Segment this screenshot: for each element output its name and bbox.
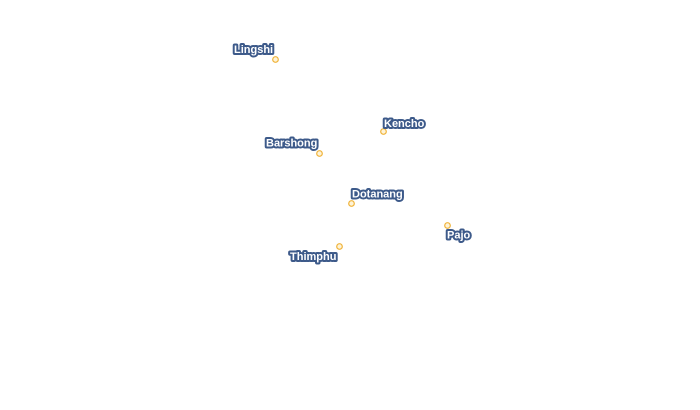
place-dotanang[interactable]: Dotanang (348, 187, 405, 207)
place-label: Thimphu (290, 251, 336, 263)
place-marker[interactable] (316, 150, 323, 157)
place-marker[interactable] (272, 56, 279, 63)
place-label: Lingshi (234, 44, 273, 56)
place-label: Kencho (384, 118, 425, 130)
place-marker[interactable] (336, 243, 343, 250)
place-label: Barshong (266, 138, 317, 150)
place-lingshi[interactable]: Lingshi (232, 42, 279, 63)
place-marker[interactable] (348, 200, 355, 207)
place-label: Pajo (447, 230, 471, 242)
place-marker[interactable] (380, 128, 387, 135)
place-marker[interactable] (444, 222, 451, 229)
place-pajo[interactable]: Pajo (444, 222, 473, 244)
place-barshong[interactable]: Barshong (264, 136, 323, 157)
place-thimphu[interactable]: Thimphu (288, 243, 343, 265)
place-label: Dotanang (352, 189, 403, 201)
place-kencho[interactable]: Kencho (380, 116, 427, 135)
